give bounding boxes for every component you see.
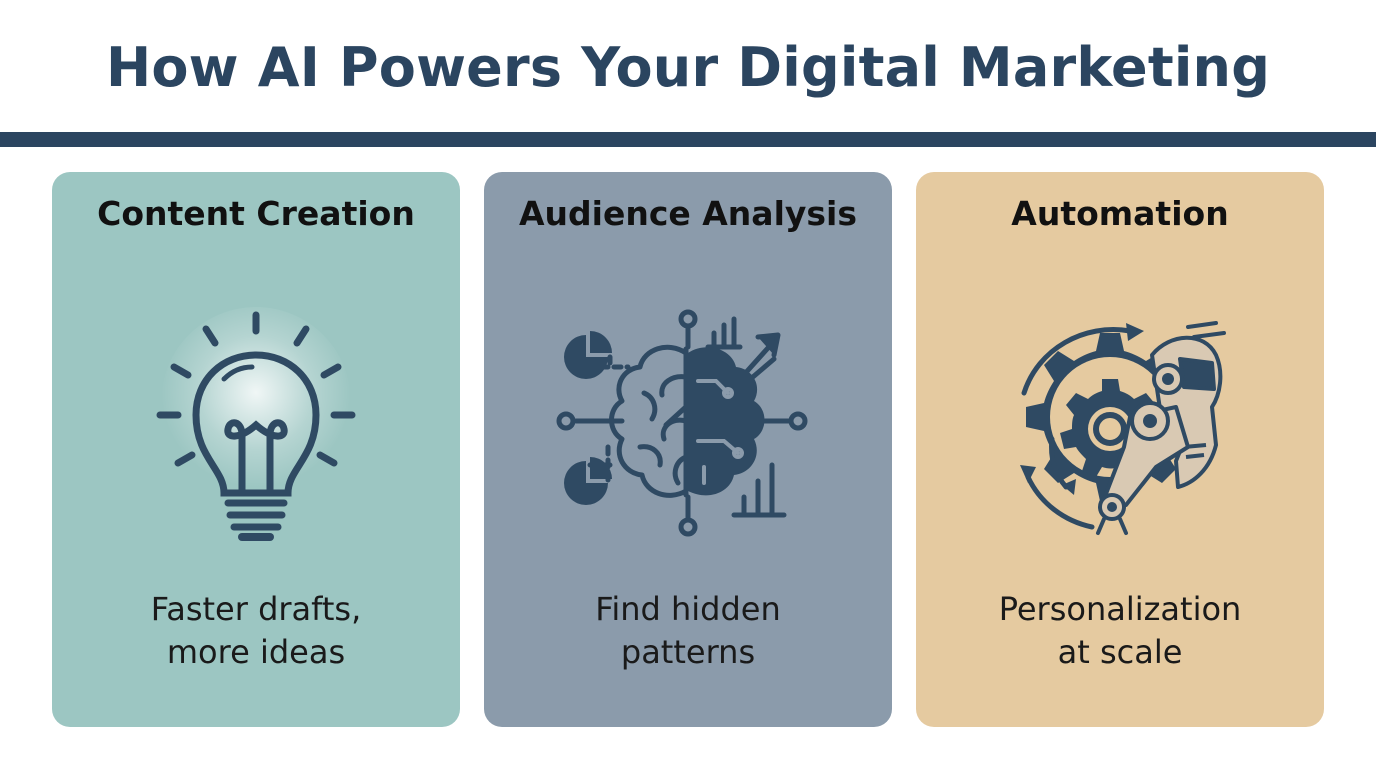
card-audience-analysis: Audience Analysis [484, 172, 892, 727]
brain-analytics-icon [556, 309, 808, 537]
page-title: How AI Powers Your Digital Marketing [105, 36, 1271, 99]
card-caption: Find hidden patterns [484, 588, 892, 674]
caption-line: patterns [620, 633, 756, 671]
caption-line: Find hidden [595, 590, 781, 628]
card-title: Content Creation [97, 194, 415, 233]
card-content-creation: Content Creation [52, 172, 460, 727]
card-title: Automation [1011, 194, 1229, 233]
title-divider [0, 132, 1376, 147]
card-caption: Faster drafts, more ideas [52, 588, 460, 674]
caption-line: more ideas [166, 633, 346, 671]
caption-line: Faster drafts, [150, 590, 362, 628]
card-caption: Personalization at scale [916, 588, 1324, 674]
card-automation: Automation [916, 172, 1324, 727]
gear-robot-arm-icon [1020, 321, 1226, 535]
lightbulb-icon [156, 307, 356, 541]
caption-line: at scale [1057, 633, 1183, 671]
card-title: Audience Analysis [519, 194, 857, 233]
caption-line: Personalization [998, 590, 1242, 628]
